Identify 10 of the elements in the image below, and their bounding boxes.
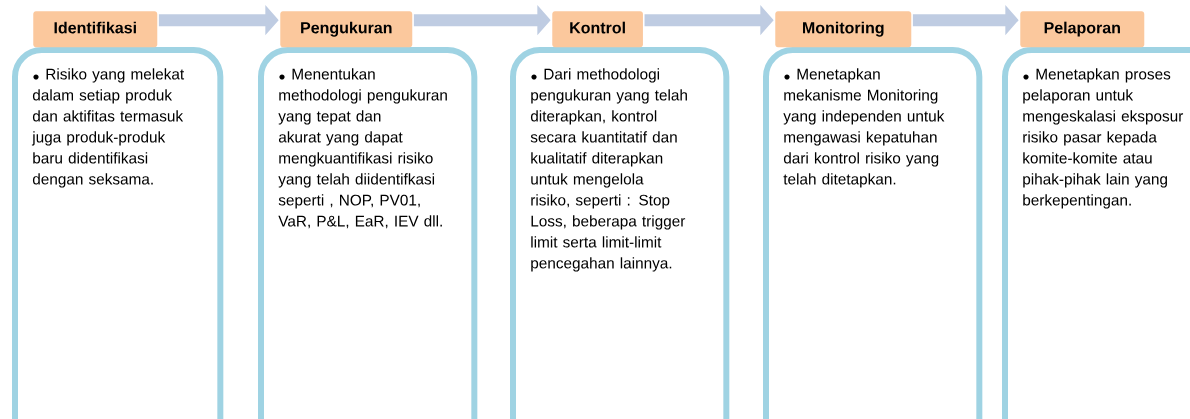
header-tab: Identifikasi — [33, 11, 158, 48]
header-tab: Pengukuran — [280, 11, 413, 48]
process-box: Dari methodologi pengukuran yang telah diterapkan, kontrol secara kuantitatif dan kualitatif diterapkan untuk mengelola risiko, seperti : Stop Loss, beberapa trigger limit serta limit-limit pencegahan lainnya. — [510, 47, 730, 419]
process-box: Menetapkan proses pelaporan untuk mengeskalasi eksposur risiko pasar kepada komite-komite atau pihak-pihak lain yang berkepentingan. — [1002, 47, 1190, 419]
process-box: Menetapkan mekanisme Monitoring yang independen untuk mengawasi kepatuhan dari kontrol risiko yang telah ditetapkan. — [763, 47, 983, 419]
process-box: Menentukan methodologi pengukuran yang tepat dan akurat yang dapat mengkuantifikasi risiko yang telah diidentifkasi seperti , NOP, PV01, VaR, P&L, EaR, IEV dll. — [258, 47, 478, 419]
header-tab: Pelaporan — [1020, 11, 1145, 48]
header-tab: Kontrol — [552, 11, 643, 48]
header-tab: Monitoring — [775, 11, 912, 48]
process-box: Risiko yang melekat dalam setiap produk dan aktifitas termasuk juga produk-produk baru didentifikasi dengan seksama. — [12, 47, 224, 419]
